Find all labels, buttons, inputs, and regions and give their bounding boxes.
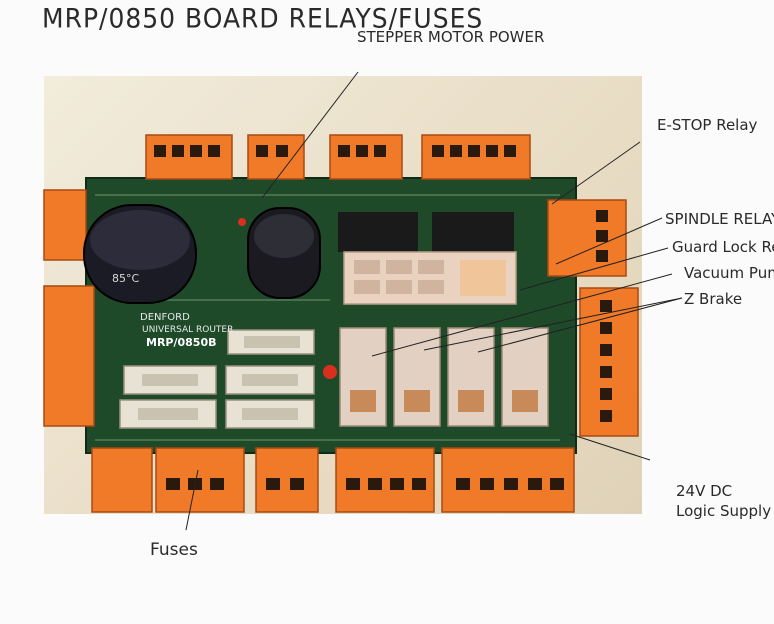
label-fuses: Fuses (150, 540, 198, 560)
label-24v-dc: 24V DC (676, 482, 733, 500)
board-model-text: MRP/0850B (146, 336, 217, 349)
board-subtitle-text: UNIVERSAL ROUTER (142, 325, 233, 335)
label-stepper-motor-power: STEPPER MOTOR POWER (357, 28, 545, 46)
capacitor-text: 85°C (112, 272, 139, 285)
label-estop-relay: E-STOP Relay (657, 116, 758, 134)
label-logic-supply: Logic Supply (676, 502, 772, 520)
leader-lines (185, 71, 683, 531)
label-spindle-relay: SPINDLE RELAY (665, 210, 774, 228)
board-brand-text: DENFORD (140, 312, 190, 323)
label-vacuum-pump: Vacuum Pum (684, 264, 774, 282)
bottom-connectors (91, 447, 575, 513)
diagram-title: MRP/0850 BOARD RELAYS/FUSES (42, 3, 484, 34)
label-guard-lock-relay: Guard Lock Re (672, 238, 774, 256)
label-z-brake: Z Brake (684, 290, 743, 308)
left-connectors (43, 189, 95, 427)
capacitors (83, 204, 321, 304)
